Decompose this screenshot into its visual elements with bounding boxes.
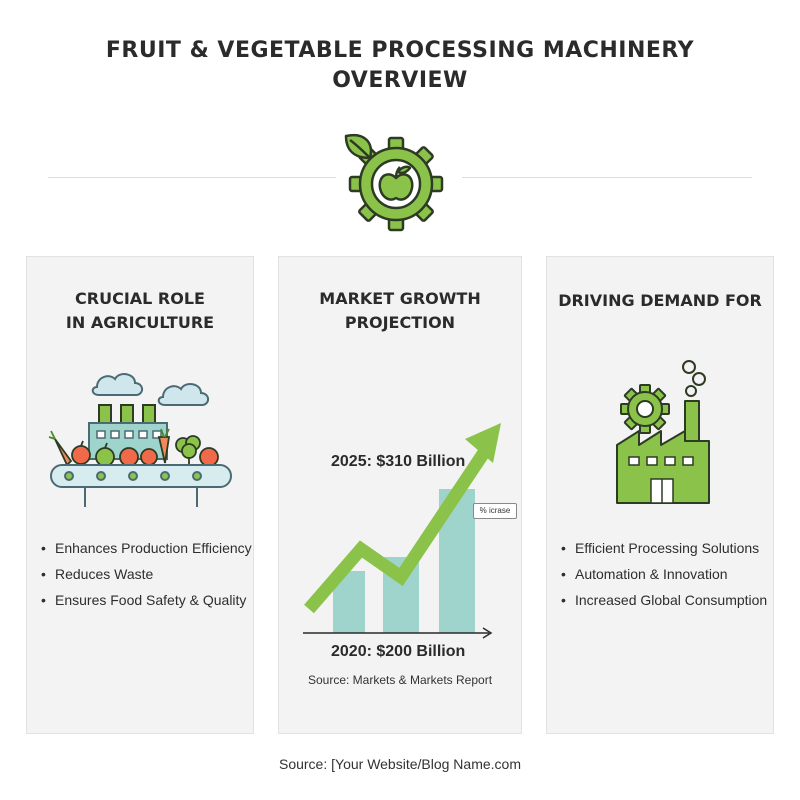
demand-list: Efficient Processing Solutions Automatio…: [561, 535, 767, 613]
benefits-list: Enhances Production Efficiency Reduces W…: [41, 535, 252, 613]
panel-title-line1: DRIVING DEMAND FOR: [558, 291, 762, 310]
list-item: Enhances Production Efficiency: [41, 535, 252, 561]
panel-title-line2: PROJECTION: [344, 313, 456, 332]
panel-driving-demand: DRIVING DEMAND FOR: [546, 256, 774, 734]
gear-factory-icon: [607, 353, 727, 513]
gear-apple-leaf-icon: [340, 128, 444, 232]
label-2025: 2025: $310 Billion: [331, 453, 466, 470]
list-item: Ensures Food Safety & Quality: [41, 587, 252, 613]
panel-title-line1: CRUCIAL ROLE: [75, 289, 205, 308]
panel-title-driving-demand: DRIVING DEMAND FOR: [547, 289, 773, 313]
list-item: Increased Global Consumption: [561, 587, 767, 613]
list-item: Automation & Innovation: [561, 561, 767, 587]
page-title-line1: FRUIT & VEGETABLE PROCESSING MACHINERY: [105, 38, 695, 63]
panel-title-agriculture: CRUCIAL ROLE IN AGRICULTURE: [27, 287, 253, 335]
panel-market-growth: MARKET GROWTH PROJECTION 2025: $310 Bill…: [278, 256, 522, 734]
panel-agriculture: CRUCIAL ROLE IN AGRICULTURE: [26, 256, 254, 734]
growth-chart-graphic: [297, 409, 507, 649]
list-item: Efficient Processing Solutions: [561, 535, 767, 561]
conveyor-factory-produce-icon: [45, 365, 237, 515]
panel-title-line2: IN AGRICULTURE: [65, 313, 215, 332]
panel-title-line1: MARKET GROWTH: [319, 289, 481, 308]
page-title-line2: OVERVIEW: [332, 68, 468, 93]
panel-title-market-growth: MARKET GROWTH PROJECTION: [279, 287, 521, 335]
divider-left: [48, 177, 336, 178]
list-item: Reduces Waste: [41, 561, 252, 587]
footer-source: Source: [Your Website/Blog Name.com: [278, 756, 521, 772]
growth-arrow-icon: [304, 423, 501, 614]
label-2020: 2020: $200 Billion: [331, 643, 466, 660]
chart-source: Source: Markets & Markets Report: [307, 673, 493, 687]
increase-badge: % icrase: [473, 503, 517, 519]
page-title: FRUIT & VEGETABLE PROCESSING MACHINERY O…: [0, 36, 800, 96]
divider-right: [462, 177, 752, 178]
